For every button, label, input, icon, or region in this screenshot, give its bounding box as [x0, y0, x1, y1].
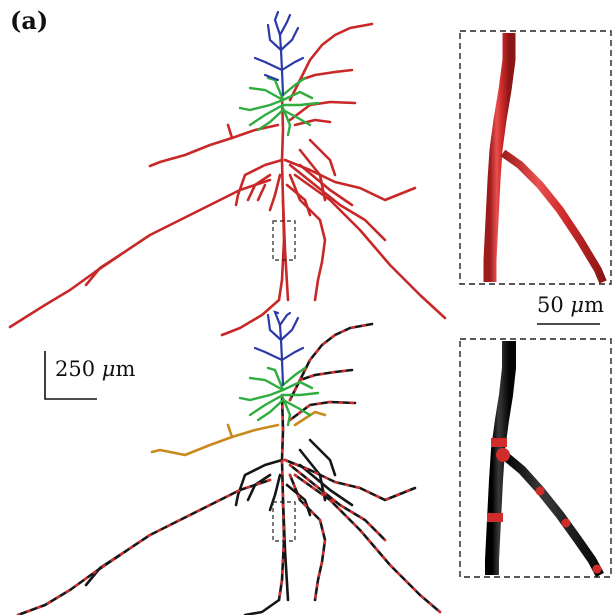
bottom-zoom-region-marker — [272, 501, 296, 542]
top-basal-dendrites — [238, 76, 320, 137]
top-inset-branch — [500, 149, 607, 284]
main-scale-bar — [44, 351, 97, 400]
bottom-axon-arbor — [16, 322, 442, 615]
top-axon-arbor — [8, 22, 447, 337]
segment-marker — [491, 438, 507, 447]
main-scale-label: 250 μm — [55, 357, 135, 381]
bottom-inset-branch — [501, 451, 604, 578]
bottom-basal-dendrites — [238, 366, 320, 427]
segment-marker — [496, 448, 510, 462]
bottom-inset-frame — [459, 338, 612, 578]
bottom-apical-dendrites — [253, 310, 305, 387]
main-scale-value: 250 — [55, 357, 96, 381]
top-apical-dendrites — [253, 10, 305, 97]
bottom-inset-trunk — [485, 341, 516, 575]
segment-marker — [561, 518, 571, 528]
main-scale-unit-symbol: μ — [101, 357, 116, 381]
top-neuron — [8, 10, 447, 337]
segment-marker — [487, 513, 503, 522]
inset-scale-unit-symbol: μ — [570, 293, 585, 317]
bottom-inset — [459, 338, 612, 578]
main-scale-unit-suffix: m — [115, 357, 136, 381]
segment-marker — [535, 486, 545, 496]
top-zoom-region-marker — [272, 220, 296, 261]
bottom-inset-segment-markers — [487, 438, 602, 574]
panel-label: (a) — [10, 6, 49, 35]
top-inset-frame — [459, 30, 612, 285]
inset-scale-unit-suffix: m — [584, 293, 604, 317]
inset-scale-label: 50 μm — [537, 293, 604, 317]
highlighted-branch — [150, 423, 280, 457]
top-inset — [459, 30, 612, 285]
bottom-neuron — [16, 310, 442, 615]
segment-marker — [592, 564, 602, 574]
top-inset-trunk — [483, 33, 516, 282]
inset-scale-value: 50 — [537, 293, 564, 317]
